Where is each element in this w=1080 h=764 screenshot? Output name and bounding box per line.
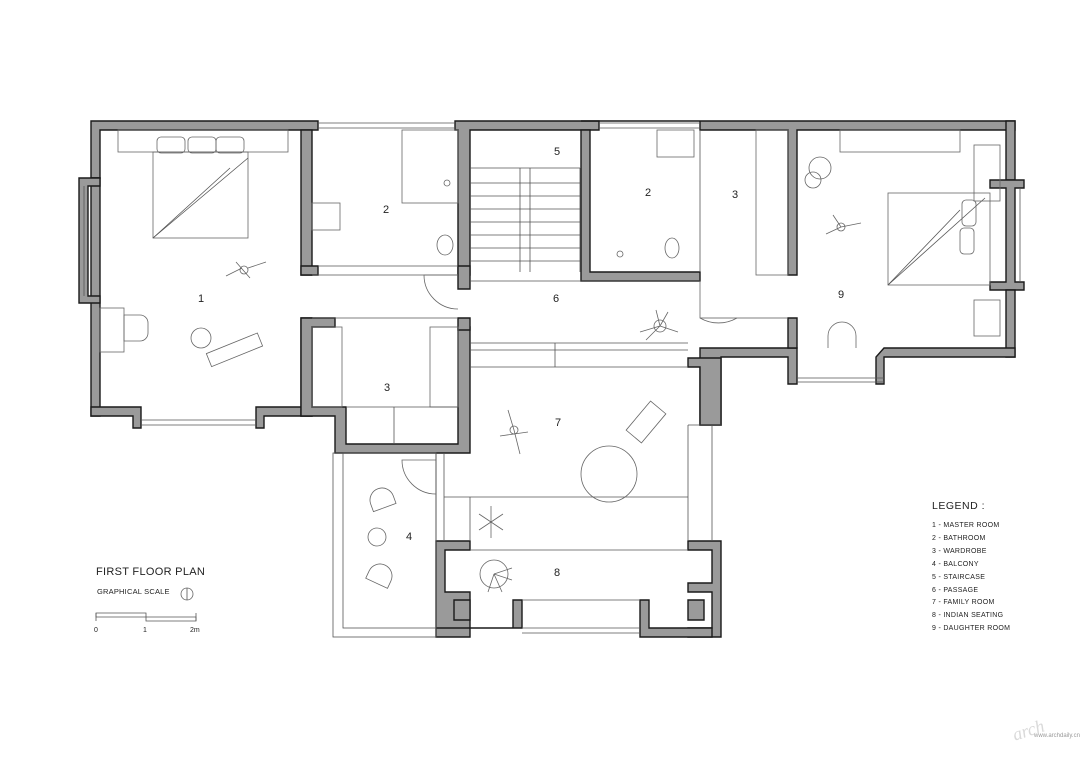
watermark-logo: arch: [1010, 716, 1047, 745]
legend-item: 9 - DAUGHTER ROOM: [932, 625, 1011, 633]
wall-north-mid: [454, 120, 600, 276]
legend: LEGEND : 1 - MASTER ROOM 2 - BATHROOM 3 …: [932, 500, 1010, 636]
room-label-bath-1: 2: [383, 204, 389, 216]
scale-title: GRAPHICAL SCALE: [97, 587, 170, 596]
daughter-chair: [827, 321, 857, 348]
wall-bath1-south-b: [457, 265, 471, 290]
wall-daughter-south: [875, 347, 1016, 385]
room-label-master: 1: [198, 293, 204, 305]
balcony-table: [367, 527, 387, 547]
wall-master-north: [90, 120, 319, 179]
walls: [78, 120, 1025, 638]
scale-tick-2: 2m: [190, 627, 200, 634]
room-labels: 1 2 2 3 3 4 5 6 7 8 9: [198, 146, 844, 579]
room-label-wardrobe-2: 3: [732, 189, 738, 201]
doors: [401, 274, 738, 495]
legend-item: 5 - STAIRCASE: [932, 573, 986, 581]
balcony-chair-bottom: [365, 563, 393, 589]
wall-master-south: [90, 406, 142, 429]
door-swing-wardrobe1: [423, 274, 459, 310]
master-bed: [152, 151, 249, 239]
wall-daughter-east-low: [1005, 289, 1016, 358]
plant-seating: [478, 506, 513, 593]
family-coffee-table: [580, 445, 638, 503]
windows: [83, 122, 1021, 634]
staircase-treads: [470, 167, 581, 272]
room-label-bath-2: 2: [645, 187, 651, 199]
room-label-wardrobe-1: 3: [384, 382, 390, 394]
watermark-text: www.archdaily.cn: [1034, 733, 1080, 739]
wall-seating-west: [435, 540, 471, 638]
room-label-seating: 8: [554, 567, 560, 579]
wall-bath1-south: [300, 265, 319, 276]
wall-master-east: [300, 129, 313, 276]
wall-seating-south-r: [639, 599, 713, 638]
legend-item: 8 - INDIAN SEATING: [932, 612, 1004, 620]
wall-daughter-east: [1005, 120, 1016, 181]
daughter-headboard: [839, 129, 961, 153]
wall-seating-east: [687, 540, 722, 638]
room-label-family: 7: [555, 417, 561, 429]
daughter-bed: [887, 192, 991, 286]
scale-tick-1: 1: [143, 627, 147, 634]
room-label-balcony: 4: [406, 531, 412, 543]
legend-item: 1 - MASTER ROOM: [932, 522, 1000, 529]
legend-item: 6 - PASSAGE: [932, 586, 979, 594]
wall-wardrobe1-top: [457, 317, 471, 331]
plant-passage: [639, 309, 679, 341]
interior-lines: [311, 129, 789, 638]
door-swing-balcony: [401, 459, 437, 495]
room-label-daughter: 9: [838, 289, 844, 301]
balcony-chair-top: [369, 487, 397, 513]
legend-heading: LEGEND :: [932, 500, 986, 512]
room-label-staircase: 5: [554, 146, 560, 158]
wall-bath2-west: [580, 129, 701, 282]
scale-tick-0: 0: [94, 627, 98, 634]
wall-seating-br-box: [687, 599, 705, 621]
legend-item: 2 - BATHROOM: [932, 534, 986, 542]
legend-item: 3 - WARDROBE: [932, 547, 987, 555]
svg-text:arch: arch: [1010, 716, 1047, 745]
wall-seating-bl-box: [453, 599, 471, 621]
room-label-passage: 6: [553, 293, 559, 305]
door-swing-daughter: [699, 281, 738, 324]
wall-daughter-bay: [989, 179, 1025, 291]
furniture: [99, 129, 1001, 601]
master-headboard: [117, 129, 289, 153]
legend-item: 4 - BALCONY: [932, 560, 979, 568]
wall-family-east: [687, 357, 722, 426]
scale-bar: [95, 612, 197, 622]
plan-title: FIRST FLOOR PLAN: [96, 566, 206, 578]
family-lounger: [625, 400, 667, 444]
master-lounger: [205, 332, 264, 368]
legend-item: 7 - FAMILY ROOM: [932, 599, 995, 607]
wall-daughter-west-low: [787, 317, 798, 349]
